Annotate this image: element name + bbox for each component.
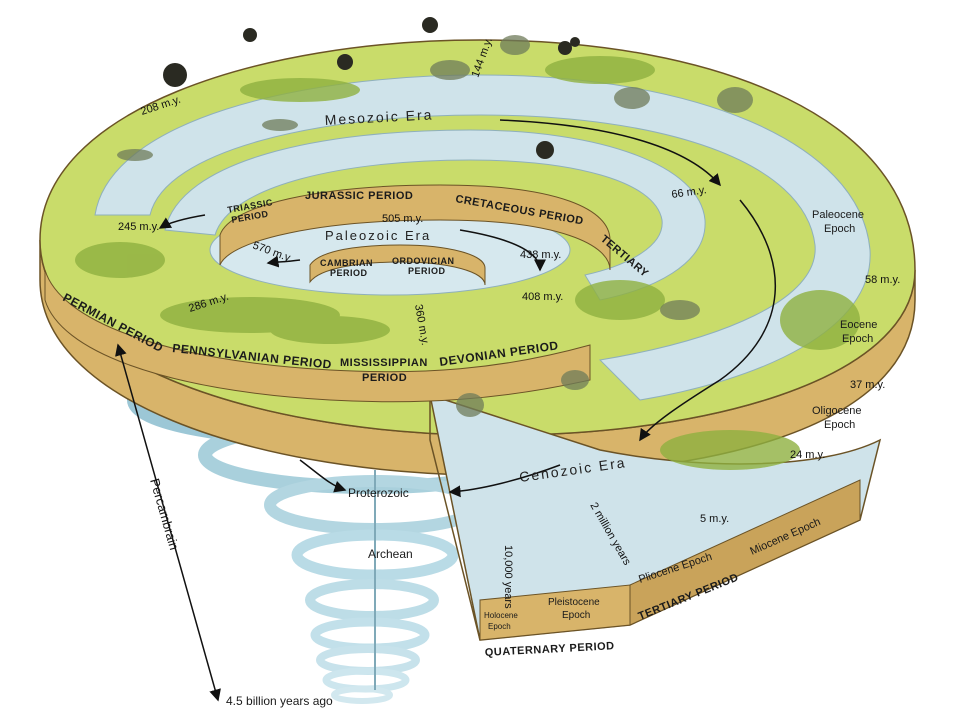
label-archean: Archean: [368, 547, 413, 561]
dinosaur-silhouettes: [117, 35, 753, 417]
label-origin: 4.5 billion years ago: [226, 694, 333, 708]
age-24: 24 m.y.: [790, 449, 825, 461]
period-mississippian: MISSISSIPPIAN: [340, 357, 428, 369]
epoch-oligocene: Oligocene: [812, 405, 862, 417]
age-66: 66 m.y.: [671, 184, 708, 201]
epoch-pleistocene: Pleistocene: [548, 597, 600, 608]
age-408: 408 m.y.: [522, 291, 563, 303]
period-cambrian: CAMBRIAN: [320, 258, 373, 268]
age-58: 58 m.y.: [865, 274, 900, 286]
epoch-holocene: Holocene: [484, 611, 518, 620]
period-jurassic: JURASSIC PERIOD: [305, 190, 413, 202]
epoch-eocene-2: Epoch: [842, 333, 873, 345]
vegetation: [75, 56, 860, 470]
outer-water-channel: [94, 74, 871, 401]
epoch-pleistocene-2: Epoch: [562, 610, 590, 621]
palm-tree-icons: [163, 17, 580, 159]
age-37: 37 m.y.: [850, 379, 885, 391]
period-ordovician: ORDOVICIAN: [392, 256, 455, 266]
period-ordovician-2: PERIOD: [408, 266, 446, 276]
age-438: 438 m.y.: [520, 249, 561, 261]
epoch-eocene: Eocene: [840, 319, 877, 331]
time-arrows: [115, 119, 776, 702]
epoch-holocene-2: Epoch: [488, 622, 511, 631]
label-precambrian: Percambrain: [147, 477, 182, 552]
period-mississippian-2: PERIOD: [362, 372, 407, 384]
disc: [39, 39, 916, 641]
age-245: 245 m.y.: [118, 221, 159, 233]
epoch-oligocene-2: Epoch: [824, 419, 855, 431]
period-cambrian-2: PERIOD: [330, 268, 368, 278]
age-10000-years: 10,000 years: [502, 545, 514, 609]
label-proterozoic: Proterozoic: [348, 486, 409, 500]
era-label-mesozoic: Mesozoic Era: [324, 106, 434, 128]
era-label-paleozoic: Paleozoic Era: [325, 228, 431, 243]
age-5: 5 m.y.: [700, 513, 729, 525]
age-505: 505 m.y.: [382, 213, 423, 225]
epoch-paleocene: Paleocene: [812, 209, 864, 221]
epoch-paleocene-2: Epoch: [824, 223, 855, 235]
cenozoic-side-face: [629, 479, 861, 626]
period-quaternary: QUATERNARY PERIOD: [485, 640, 615, 659]
